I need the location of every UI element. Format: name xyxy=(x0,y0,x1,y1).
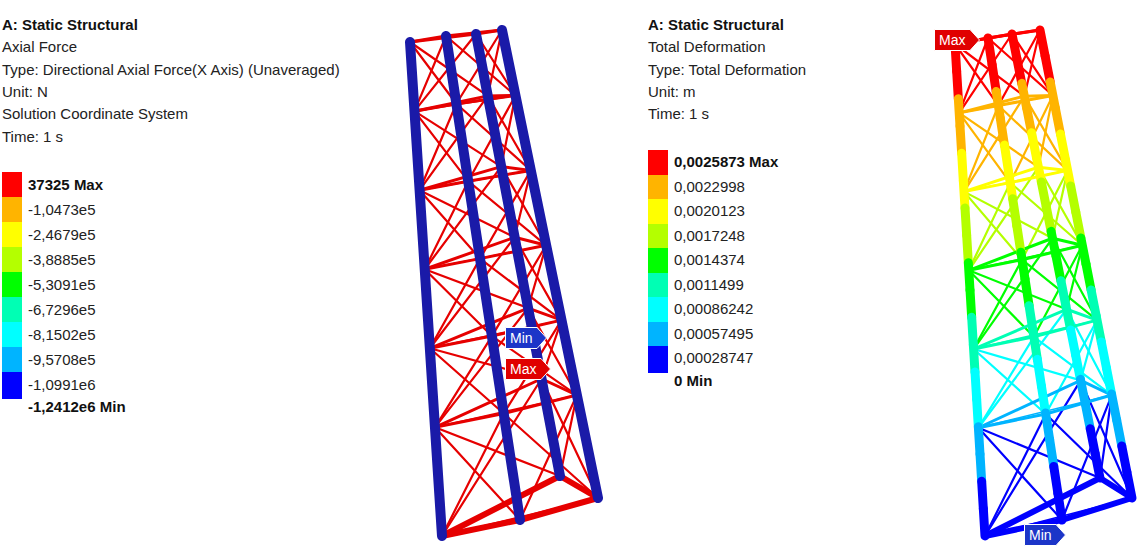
color-band-swatch xyxy=(2,222,22,247)
color-band-swatch xyxy=(2,297,22,322)
color-band-swatch xyxy=(2,272,22,297)
result-header-text: Axial Force xyxy=(2,38,77,56)
truss-member xyxy=(410,42,442,536)
color-band-swatch xyxy=(648,371,668,373)
result-header-text: Type: Directional Axial Force(X Axis) (U… xyxy=(2,61,340,79)
truss-member xyxy=(435,427,560,476)
legend-value: 0,0014374 xyxy=(674,251,745,269)
legend-value: 0,0011499 xyxy=(674,276,744,294)
result-header-text: A: Static Structural xyxy=(2,16,138,34)
flag-label: Max xyxy=(934,29,980,51)
truss-member xyxy=(446,36,520,520)
color-band-swatch xyxy=(2,247,22,272)
truss-member xyxy=(502,30,598,498)
result-header-text: Time: 1 s xyxy=(648,105,709,123)
truss-member xyxy=(964,192,1052,239)
truss-member xyxy=(983,509,985,536)
legend-value: -6,7296e5 xyxy=(28,301,96,319)
legend-value: 0,00086242 xyxy=(674,300,753,318)
result-header-text: Time: 1 s xyxy=(2,128,63,146)
legend-value: 0,00057495 xyxy=(674,325,753,343)
result-probe-flag: Max xyxy=(934,29,980,51)
color-band-swatch xyxy=(2,397,22,399)
color-band-swatch xyxy=(2,322,22,347)
legend-value: -1,0473e5 xyxy=(28,201,96,219)
truss-member xyxy=(978,380,1080,427)
result-header-text: Unit: m xyxy=(648,83,696,101)
color-band-swatch xyxy=(648,273,668,298)
legend-value: -3,8885e5 xyxy=(28,251,96,269)
truss-member xyxy=(964,170,1068,191)
truss-member xyxy=(1062,395,1112,520)
truss-member xyxy=(1024,96,1067,170)
truss-member xyxy=(974,260,1022,349)
result-header-text: Unit: N xyxy=(2,83,48,101)
legend-value: -1,0991e6 xyxy=(28,376,96,394)
truss-member xyxy=(1058,493,1062,520)
truss-member xyxy=(959,96,1053,113)
color-band-swatch xyxy=(648,346,668,371)
result-header-text: Solution Coordinate System xyxy=(2,105,188,123)
truss-member xyxy=(1095,453,1100,478)
legend-value: -9,5708e5 xyxy=(28,351,96,369)
truss-member xyxy=(420,170,531,190)
truss-member xyxy=(414,96,515,112)
truss-member xyxy=(442,476,560,536)
legend-value: -8,1502e5 xyxy=(28,326,96,344)
color-band-swatch xyxy=(2,347,22,372)
legend-value: 0,00028747 xyxy=(674,349,753,367)
color-band-swatch xyxy=(648,224,668,249)
result-header-text: A: Static Structural xyxy=(648,16,784,34)
color-band-swatch xyxy=(648,199,668,224)
truss-member xyxy=(969,270,1067,309)
color-band-swatch xyxy=(648,248,668,273)
flag-label: Min xyxy=(1024,524,1066,546)
truss-member xyxy=(425,269,528,308)
truss-member xyxy=(964,192,1022,260)
truss-member xyxy=(430,259,480,349)
legend-value: 0,0017248 xyxy=(674,227,745,245)
result-probe-flag: Min xyxy=(505,327,547,349)
color-band-swatch xyxy=(2,372,22,397)
legend-value: -5,3091e5 xyxy=(28,276,96,294)
legend-value: -2,4679e5 xyxy=(28,226,96,244)
legend-value: 0,0022998 xyxy=(674,178,745,196)
color-band-swatch xyxy=(648,175,668,200)
truss-member xyxy=(974,309,1067,349)
color-band-swatch xyxy=(648,322,668,347)
legend-value: 37325 Max xyxy=(28,176,103,194)
legend-value: 0,0025873 Max xyxy=(674,153,778,171)
color-band-swatch xyxy=(648,150,668,175)
result-probe-flag: Min xyxy=(1024,524,1066,546)
color-band-swatch xyxy=(2,197,22,222)
flag-label: Max xyxy=(505,358,551,380)
truss-member xyxy=(978,428,1100,478)
truss-member xyxy=(504,320,562,413)
color-band-swatch xyxy=(648,297,668,322)
flag-label: Min xyxy=(505,327,547,349)
truss-member xyxy=(959,113,1010,183)
truss-member xyxy=(410,30,502,42)
truss-member xyxy=(435,379,542,428)
legend-value: 0,0020123 xyxy=(674,202,745,220)
result-probe-flag: Max xyxy=(505,358,551,380)
truss-member xyxy=(974,349,1081,380)
legend-value: -1,2412e6 Min xyxy=(28,398,126,416)
color-band-swatch xyxy=(2,172,22,197)
truss-member xyxy=(425,237,515,269)
result-header-text: Type: Total Deformation xyxy=(648,61,806,79)
truss-member xyxy=(1127,472,1132,498)
result-header-text: Total Deformation xyxy=(648,38,766,56)
legend-value: 0 Min xyxy=(674,372,712,390)
